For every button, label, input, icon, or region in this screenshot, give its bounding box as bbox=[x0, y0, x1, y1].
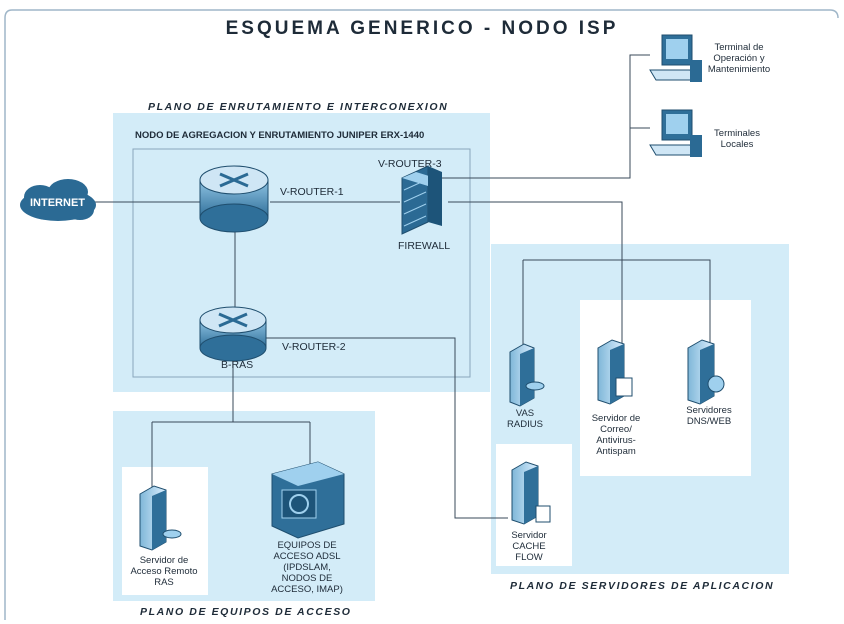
firewall-icon bbox=[401, 165, 442, 235]
local-terminal-icon bbox=[649, 109, 702, 157]
dns-web-label: Servidores DNS/WEB bbox=[686, 405, 732, 427]
v-router-1-label: V-ROUTER-1 bbox=[280, 186, 344, 198]
b-ras-router-icon bbox=[199, 306, 267, 362]
vas-radius-label: VAS RADIUS bbox=[507, 408, 543, 430]
dns-web-server-icon bbox=[687, 339, 725, 405]
local-terminal-label: Terminales Locales bbox=[714, 128, 760, 150]
ops-terminal-icon bbox=[649, 34, 702, 82]
access-plane-label: PLANO DE EQUIPOS DE ACCESO bbox=[140, 606, 352, 618]
b-ras-label: B-RAS bbox=[221, 359, 254, 371]
aggregation-node-label: NODO DE AGREGACION Y ENRUTAMIENTO JUNIPE… bbox=[135, 130, 425, 141]
firewall-label: FIREWALL bbox=[398, 240, 451, 252]
aggregation-node-box bbox=[132, 148, 471, 378]
outer-border bbox=[12, 9, 839, 19]
internet-label: INTERNET bbox=[30, 197, 85, 209]
connections bbox=[95, 54, 711, 519]
mail-server-icon bbox=[597, 339, 633, 405]
routing-plane-label: PLANO DE ENRUTAMIENTO E INTERCONEXION bbox=[148, 101, 449, 113]
mail-server-label: Servidor de Correo/ Antivirus- Antispam bbox=[591, 413, 641, 457]
ras-server-label: Servidor de Acceso Remoto RAS bbox=[130, 555, 198, 588]
v-router-1-icon bbox=[199, 165, 269, 233]
ras-server-icon bbox=[139, 485, 182, 551]
routing-plane-panel bbox=[113, 113, 490, 392]
cache-flow-server-icon bbox=[511, 461, 551, 525]
internet-cloud bbox=[20, 179, 96, 221]
adsl-equipment-label: EQUIPOS DE ACCESO ADSL (IPDSLAM, NODOS D… bbox=[271, 540, 343, 595]
adsl-equipment-icon bbox=[271, 461, 345, 539]
v-router-2-label: V-ROUTER-2 bbox=[282, 341, 346, 353]
servers-plane-label: PLANO DE SERVIDORES DE APLICACION bbox=[510, 580, 775, 592]
vas-radius-server-icon bbox=[509, 343, 545, 407]
cache-flow-label: Servidor CACHE FLOW bbox=[511, 530, 547, 563]
outer-border-left bbox=[4, 9, 13, 620]
ops-terminal-label: Terminal de Operación y Mantenimiento bbox=[707, 42, 771, 75]
v-router-3-label: V-ROUTER-3 bbox=[378, 158, 442, 170]
page-title: ESQUEMA GENERICO - NODO ISP bbox=[225, 18, 619, 39]
